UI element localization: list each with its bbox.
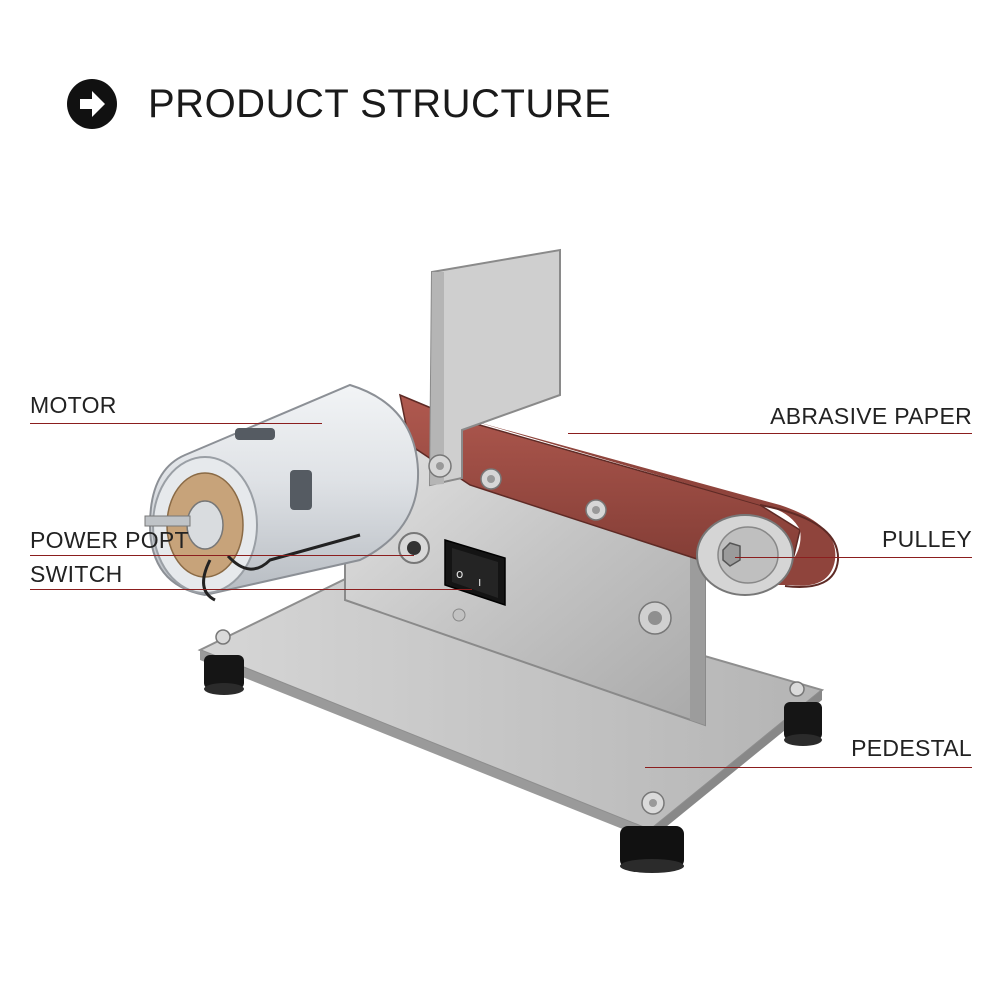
rubber-feet bbox=[204, 655, 822, 873]
header: PRODUCT STRUCTURE bbox=[66, 74, 611, 134]
leader-line-pulley bbox=[735, 557, 972, 558]
label-abrasive-paper: ABRASIVE PAPER bbox=[770, 403, 972, 429]
leader-line-power-port bbox=[30, 555, 414, 556]
svg-text:ı: ı bbox=[478, 575, 481, 589]
label-power-port: POWER POPT bbox=[30, 527, 189, 553]
frame-bolts bbox=[428, 454, 672, 635]
svg-text:o: o bbox=[456, 567, 463, 581]
label-switch: SWITCH bbox=[30, 561, 123, 587]
leader-line-switch bbox=[30, 589, 472, 590]
leader-line-abrasive-paper bbox=[568, 433, 972, 434]
arrow-right-circle-icon bbox=[67, 79, 117, 129]
page-title: PRODUCT STRUCTURE bbox=[148, 81, 612, 126]
rocker-switch: o ı bbox=[444, 538, 506, 607]
tool-rest bbox=[428, 248, 561, 487]
base-bolts bbox=[215, 629, 805, 815]
label-pedestal: PEDESTAL bbox=[851, 735, 972, 761]
motor bbox=[144, 383, 420, 602]
power-port bbox=[398, 532, 430, 564]
pedestal-plate bbox=[197, 560, 825, 840]
leader-line-motor bbox=[30, 423, 322, 424]
pulley bbox=[696, 514, 794, 596]
leader-line-pedestal bbox=[645, 767, 972, 768]
label-motor: MOTOR bbox=[30, 392, 117, 418]
label-pulley: PULLEY bbox=[881, 526, 972, 552]
